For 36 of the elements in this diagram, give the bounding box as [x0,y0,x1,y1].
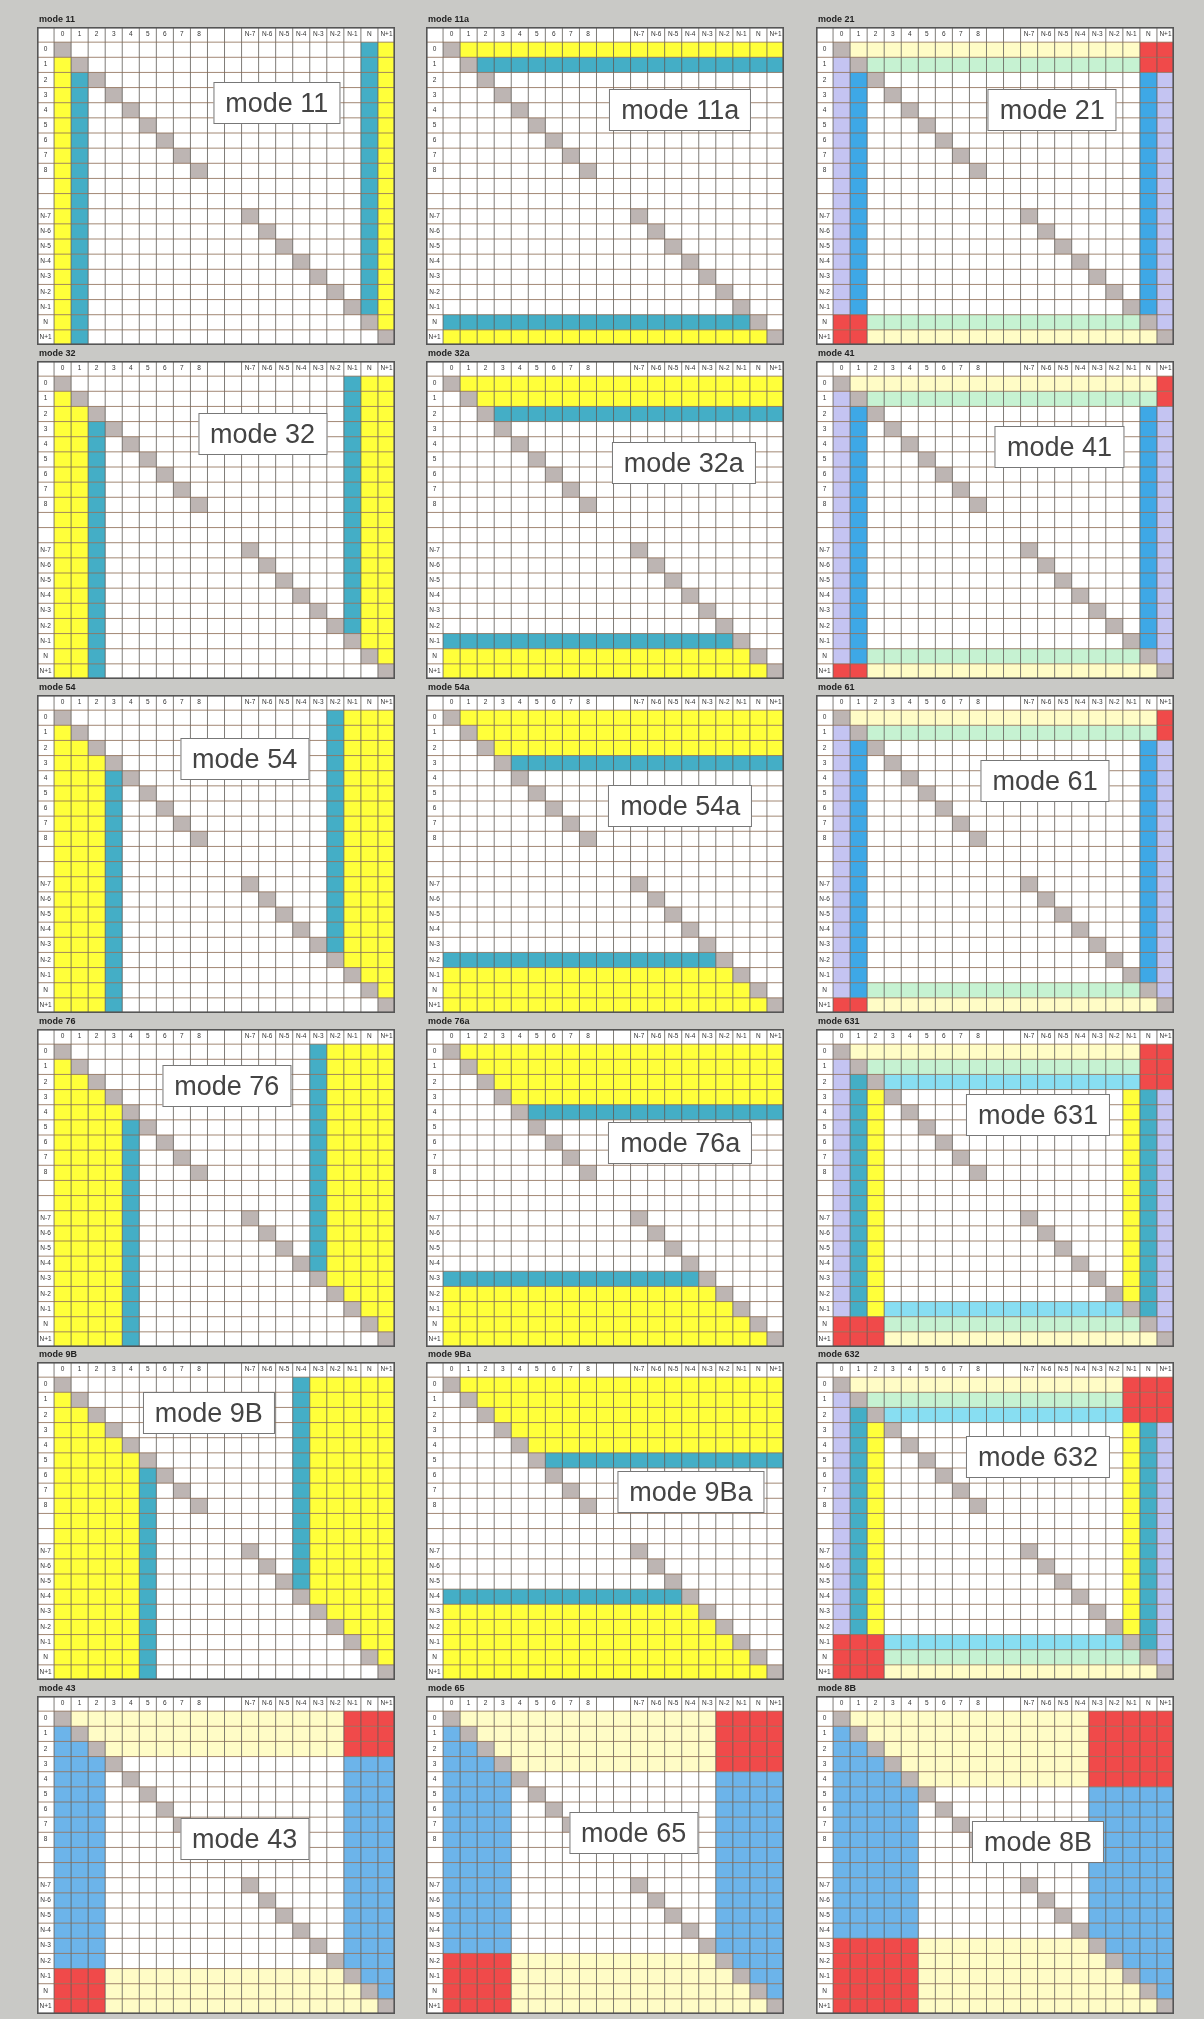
mode-label: mode 11 [213,82,341,125]
panel-title: mode 11 [39,14,76,25]
panel-title: mode 43 [39,1683,76,1694]
mode-label: mode 631 [965,1093,1110,1136]
panel-title: mode 631 [818,1016,860,1027]
mode-label: mode 65 [569,1811,699,1854]
panel-title: mode 54a [428,682,470,693]
mode-label: mode 54a [608,785,753,828]
panel-title: mode 54 [39,682,76,693]
mode-label: mode 8B [971,1821,1104,1864]
panel-title: mode 9B [39,1349,77,1360]
panel-title: mode 21 [818,14,855,25]
mode-label: mode 76 [162,1065,292,1108]
panel-title: mode 32 [39,348,76,359]
panel-title: mode 8B [818,1683,856,1694]
mode-label: mode 21 [987,88,1117,131]
mode-label: mode 9B [142,1391,275,1434]
panel-title: mode 41 [818,348,855,359]
mode-label: mode 41 [994,425,1124,468]
mode-label: mode 32a [611,441,756,484]
mode-label: mode 632 [965,1436,1110,1479]
panel-title: mode 65 [428,1683,465,1694]
panel-title: mode 632 [818,1349,860,1360]
panel-title: mode 76 [39,1016,76,1027]
mode-label: mode 61 [980,759,1110,802]
mode-label: mode 54 [180,737,310,780]
panel-title: mode 11a [428,14,470,25]
mode-label: mode 43 [180,1818,310,1861]
panel-title: mode 76a [428,1016,470,1027]
mode-label: mode 32 [198,413,328,456]
mode-label: mode 9Ba [617,1471,765,1514]
panel-title: mode 9Ba [428,1349,471,1360]
panel-title: mode 32a [428,348,470,359]
mode-label: mode 11a [609,88,752,131]
mode-label: mode 76a [608,1122,753,1165]
panel-title: mode 61 [818,682,855,693]
